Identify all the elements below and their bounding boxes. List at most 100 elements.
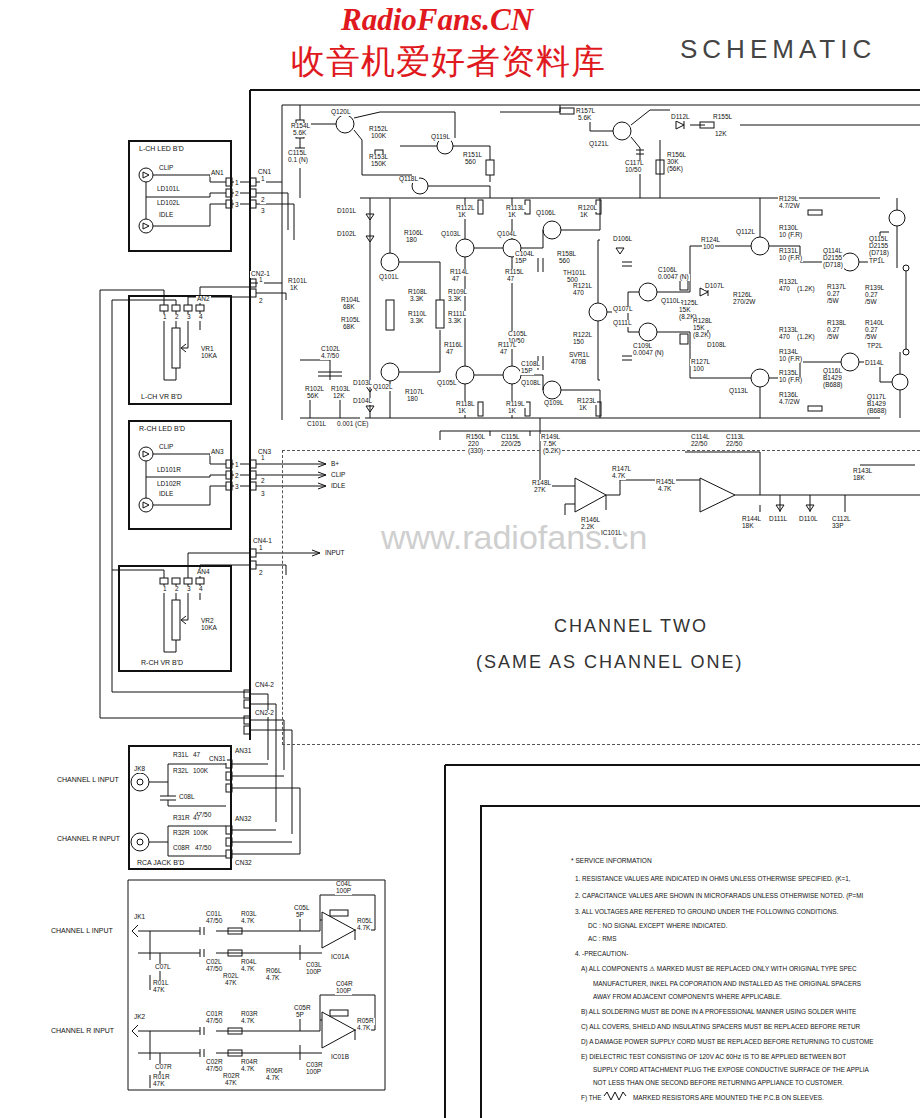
component-label: R137L — [826, 284, 847, 291]
node-text: * SERVICE INFORMATION — [570, 858, 653, 865]
component-label: R143L — [852, 468, 873, 475]
watermark-text: 收音机爱好者资料库 — [290, 44, 607, 78]
component-label: R101L — [287, 278, 308, 285]
component-label: R110L — [407, 311, 428, 318]
component-label: C03R — [305, 1062, 324, 1069]
component-label: IC101L — [600, 530, 623, 537]
component-label: 18K — [852, 475, 866, 482]
component-label: 4.7/2W — [778, 399, 801, 406]
component-label: R133L — [778, 327, 799, 334]
component-label: Q111L — [612, 320, 633, 327]
component-label: 220/25 — [500, 441, 522, 448]
component-label: D101L — [336, 208, 357, 215]
component-label: (D718) — [822, 262, 844, 269]
node-text: 1. RESISTANCE VALUES ARE INDICATED IN OH… — [574, 876, 852, 882]
component-label: AN32 — [234, 816, 252, 823]
component-label: R132L — [778, 279, 799, 286]
component-label: 3.3K — [409, 318, 424, 325]
node-text: MARKED RESISTORS ARE MOUNTED THE P.C.B O… — [632, 1095, 825, 1101]
component-label: 4.7K — [240, 1018, 255, 1025]
component-label: R126L — [732, 292, 753, 299]
component-label: CHANNEL R INPUT — [50, 1027, 115, 1034]
component-label: 4.7/2W — [778, 203, 801, 210]
component-label: R04L — [240, 959, 258, 966]
component-label: 3 — [260, 491, 266, 498]
component-label: VR1 — [200, 346, 215, 353]
node-text: DC : NO SIGNAL EXCEPT WHERE INDICATED. — [587, 923, 728, 929]
component-label: R127L — [690, 359, 711, 366]
component-label: 3.3K — [409, 296, 424, 303]
component-label: 1 — [234, 180, 240, 187]
component-label: R130L — [778, 225, 799, 232]
component-label: (5.2K) — [542, 448, 562, 455]
component-label: R103L — [330, 386, 351, 393]
component-label: (D718) — [868, 250, 890, 257]
component-label: D108L — [706, 342, 727, 349]
board-box: R-CH LED B'D — [128, 420, 232, 530]
node-text: L-CH VR B'D — [140, 393, 183, 400]
component-label: 30K — [666, 159, 680, 166]
component-label: R154L — [290, 123, 311, 130]
component-label: 150 — [572, 339, 585, 346]
component-label: R05L — [356, 918, 374, 925]
component-label: 10 (F.R) — [778, 232, 803, 239]
component-label: 15K — [692, 325, 706, 332]
component-label: R124L — [700, 237, 721, 244]
component-label: 150K — [370, 161, 387, 168]
component-label: 1 — [258, 277, 264, 284]
node-text: L-CH LED B'D — [138, 145, 185, 152]
board-box: L-CH VR B'D — [128, 295, 232, 405]
component-label: R01R — [152, 1074, 171, 1081]
component-label: 2 — [234, 473, 240, 480]
component-label: 47K — [224, 980, 238, 987]
component-label: 100K — [192, 768, 209, 775]
component-label: AN1 — [210, 170, 225, 177]
component-label: 2 — [260, 197, 266, 204]
component-label: B1429 — [866, 401, 887, 408]
component-label: 47K — [152, 987, 166, 994]
node-text: C) ALL COVERS, SHIELD AND INSULATING SPA… — [580, 1024, 861, 1030]
component-label: Q121L — [588, 141, 610, 148]
component-label: AN2 — [196, 296, 211, 303]
component-label: B+ — [330, 461, 340, 468]
component-label: Q106L — [535, 210, 557, 217]
component-label: 1K — [457, 212, 467, 219]
component-label: 47 — [192, 815, 201, 822]
component-label: 1K — [578, 405, 588, 412]
component-label: R156L — [666, 152, 687, 159]
component-label: 33P — [831, 523, 845, 530]
component-label: R155L — [712, 114, 733, 121]
node-text: R-CH LED B'D — [138, 425, 186, 432]
component-label: 4.7K — [356, 1025, 371, 1032]
component-label: 220 — [467, 441, 480, 448]
component-label: D112L — [670, 114, 691, 121]
component-label: R140L — [864, 320, 885, 327]
component-label: 0.1 (N) — [287, 157, 309, 164]
component-label: R148L — [531, 480, 552, 487]
component-label: CHANNEL L INPUT — [50, 927, 114, 934]
component-label: (1.2K) — [796, 286, 816, 293]
component-label: 270/2W — [732, 299, 756, 306]
component-label: LD102R — [156, 481, 182, 488]
component-label: LD102L — [156, 200, 181, 207]
component-label: R135L — [778, 370, 799, 377]
component-label: C108L — [520, 361, 541, 368]
component-label: C05L — [293, 905, 311, 912]
component-label: 10 (F.R) — [778, 356, 803, 363]
component-label: (B688) — [822, 382, 844, 389]
component-label: R109L — [447, 289, 468, 296]
component-label: 100 — [702, 244, 715, 251]
component-label: Q108L — [520, 380, 542, 387]
component-label: 0.27 — [826, 327, 841, 334]
component-label: 47 — [451, 276, 460, 283]
component-label: C105L — [507, 331, 528, 338]
component-label: R112L — [455, 205, 476, 212]
node-text: CHANNEL TWO — [553, 617, 709, 635]
component-label: VR2 — [200, 618, 215, 625]
component-label: Q110L — [660, 298, 681, 305]
component-label: SVR1L — [568, 352, 591, 359]
component-label: Q104L — [496, 231, 518, 238]
component-label: R111L — [447, 311, 467, 318]
